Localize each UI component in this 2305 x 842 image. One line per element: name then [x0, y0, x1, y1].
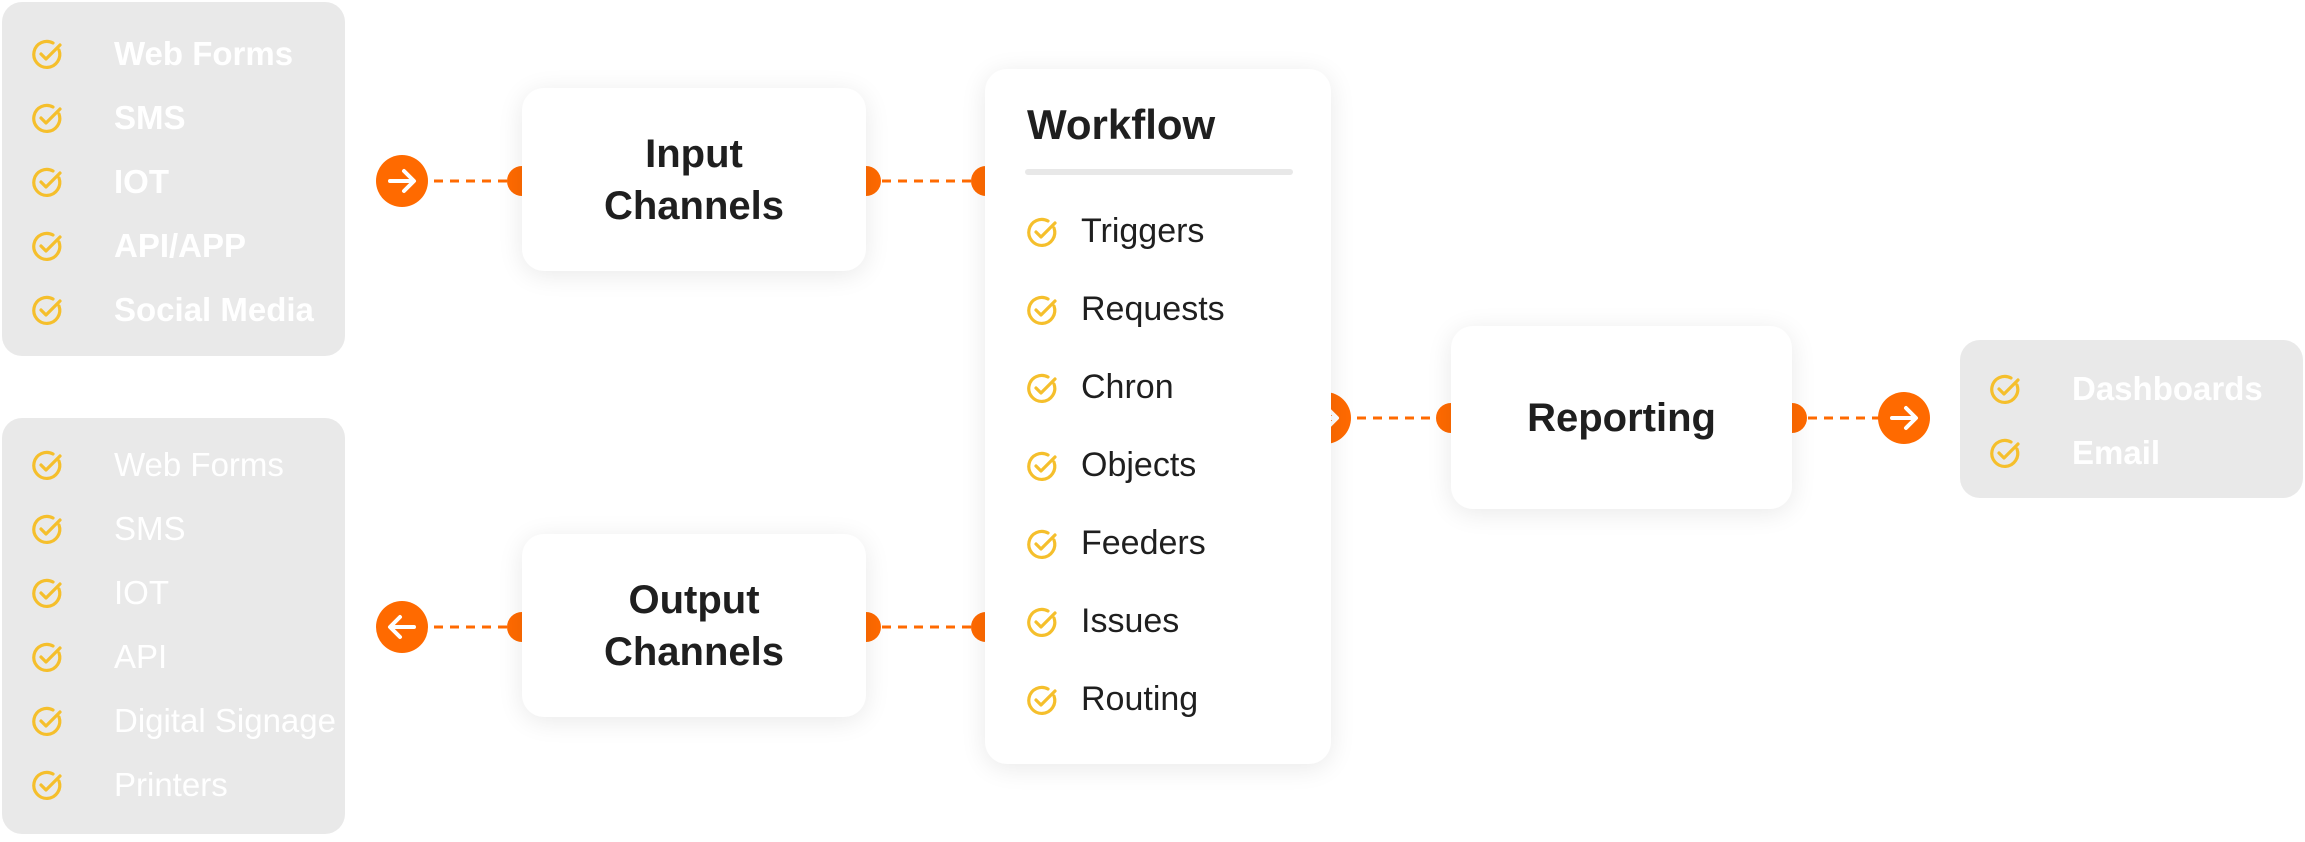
check-circle-icon	[1027, 451, 1057, 481]
output-channels-card: Output Channels	[522, 534, 866, 717]
check-circle-icon	[32, 514, 62, 544]
output-target-item: API	[30, 638, 167, 676]
workflow-item: Feeders	[1025, 524, 1206, 563]
arrow-left-icon	[376, 601, 428, 653]
workflow-item: Triggers	[1025, 212, 1204, 251]
input-source-label: IOT	[114, 163, 169, 200]
arrow-right-icon	[376, 155, 428, 207]
input-source-label: Social Media	[114, 291, 314, 328]
input-sources-panel: Web Forms SMS IOT API/APP Social Media	[2, 2, 345, 356]
report-target-item: Email	[1988, 434, 2160, 472]
check-circle-icon	[1027, 295, 1057, 325]
workflow-card: Workflow Triggers Requests Chron Objects…	[985, 69, 1331, 764]
input-channels-card: Input Channels	[522, 88, 866, 271]
check-circle-icon	[32, 642, 62, 672]
workflow-item-label: Triggers	[1081, 212, 1205, 250]
workflow-title: Workflow	[1027, 101, 1216, 148]
report-targets-panel: Dashboards Email	[1960, 340, 2303, 498]
check-circle-icon	[32, 103, 62, 133]
input-source-item: Web Forms	[30, 35, 293, 73]
report-target-label: Dashboards	[2072, 370, 2263, 407]
input-source-label: SMS	[114, 99, 186, 136]
input-source-label: API/APP	[114, 227, 247, 264]
report-target-item: Dashboards	[1988, 370, 2263, 408]
check-circle-icon	[1990, 438, 2020, 468]
output-target-item: Printers	[30, 766, 228, 804]
output-target-label: API	[114, 638, 168, 675]
reporting-card: Reporting	[1451, 326, 1792, 509]
input-source-item: SMS	[30, 99, 186, 137]
check-circle-icon	[32, 295, 62, 325]
check-circle-icon	[32, 167, 62, 197]
check-circle-icon	[32, 39, 62, 69]
workflow-item-label: Feeders	[1081, 524, 1206, 562]
arrow-right-icon	[1878, 392, 1930, 444]
workflow-item-label: Requests	[1081, 290, 1225, 328]
output-target-item: Web Forms	[30, 446, 284, 484]
output-targets-panel: Web Forms SMS IOT API Digital Signage Pr…	[2, 418, 345, 834]
check-circle-icon	[1027, 529, 1057, 559]
check-circle-icon	[1027, 685, 1057, 715]
output-target-label: Printers	[114, 766, 228, 803]
input-source-item: Social Media	[30, 291, 314, 329]
output-target-label: SMS	[114, 510, 186, 547]
check-circle-icon	[32, 706, 62, 736]
workflow-item: Issues	[1025, 602, 1179, 641]
workflow-item-label: Issues	[1081, 602, 1180, 640]
check-circle-icon	[32, 231, 62, 261]
input-source-item: API/APP	[30, 227, 246, 265]
check-circle-icon	[1027, 373, 1057, 403]
check-circle-icon	[32, 770, 62, 800]
output-channels-label: Output Channels	[603, 577, 785, 674]
check-circle-icon	[1027, 607, 1057, 637]
output-target-label: Web Forms	[114, 446, 284, 483]
check-circle-icon	[32, 578, 62, 608]
output-target-item: IOT	[30, 574, 169, 612]
workflow-item: Routing	[1025, 680, 1198, 719]
input-source-item: IOT	[30, 163, 169, 201]
workflow-item-label: Routing	[1081, 680, 1199, 718]
output-target-label: IOT	[114, 574, 169, 611]
workflow-item: Requests	[1025, 290, 1225, 329]
workflow-item: Objects	[1025, 446, 1196, 485]
workflow-item: Chron	[1025, 368, 1174, 407]
output-target-item: SMS	[30, 510, 186, 548]
workflow-item-label: Objects	[1081, 446, 1197, 484]
report-target-label: Email	[2072, 434, 2161, 471]
output-target-item: Digital Signage	[30, 702, 336, 740]
check-circle-icon	[32, 450, 62, 480]
reporting-label: Reporting	[1527, 395, 1716, 440]
input-channels-label: Input Channels	[603, 131, 785, 228]
input-source-label: Web Forms	[114, 35, 294, 72]
check-circle-icon	[1990, 374, 2020, 404]
workflow-divider	[1025, 169, 1293, 175]
output-target-label: Digital Signage	[114, 702, 336, 739]
workflow-item-label: Chron	[1081, 368, 1174, 406]
check-circle-icon	[1027, 217, 1057, 247]
